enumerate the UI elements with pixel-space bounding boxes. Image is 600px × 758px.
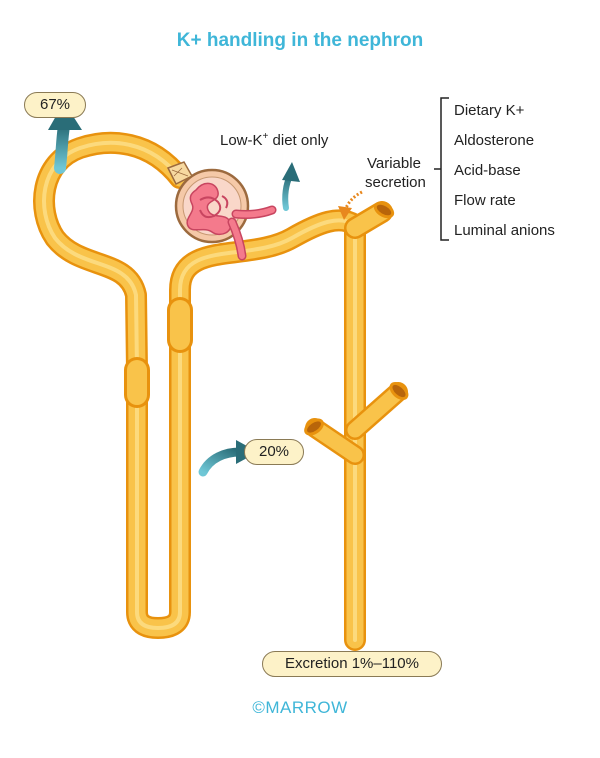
reabsorption-arrow-20-icon	[198, 447, 245, 477]
variable-line2: secretion	[365, 174, 426, 191]
low-k-sup: +	[262, 131, 269, 142]
diagram-title: K+ handling in the nephron	[176, 30, 424, 51]
label-low-k-diet: Low-K+ diet only	[220, 131, 328, 149]
low-k-suffix: diet only	[268, 132, 329, 149]
label-67-percent: 67%	[24, 92, 86, 118]
factors-list: Dietary K+ Aldosterone Acid-base Flow ra…	[454, 101, 555, 251]
variable-line1: Variable	[367, 155, 421, 172]
factor-item: Luminal anions	[454, 222, 555, 239]
secretion-arrow-icon	[338, 190, 363, 220]
factors-bracket	[434, 97, 449, 241]
nephron-tubule	[33, 131, 408, 651]
marrow-logo: ©MARROW	[252, 698, 348, 717]
low-k-prefix: Low-K	[220, 132, 263, 149]
label-excretion: Excretion 1%–110%	[262, 651, 442, 677]
label-variable-secretion: Variable secretion	[365, 154, 426, 192]
label-20-percent: 20%	[244, 439, 304, 465]
factor-item: Aldosterone	[454, 132, 535, 149]
factor-item: Acid-base	[454, 162, 521, 179]
factor-item: Flow rate	[454, 192, 516, 209]
glomerulus	[166, 161, 277, 261]
factor-item: Dietary K+	[454, 102, 525, 119]
reabsorption-arrow-67-icon	[54, 120, 70, 174]
